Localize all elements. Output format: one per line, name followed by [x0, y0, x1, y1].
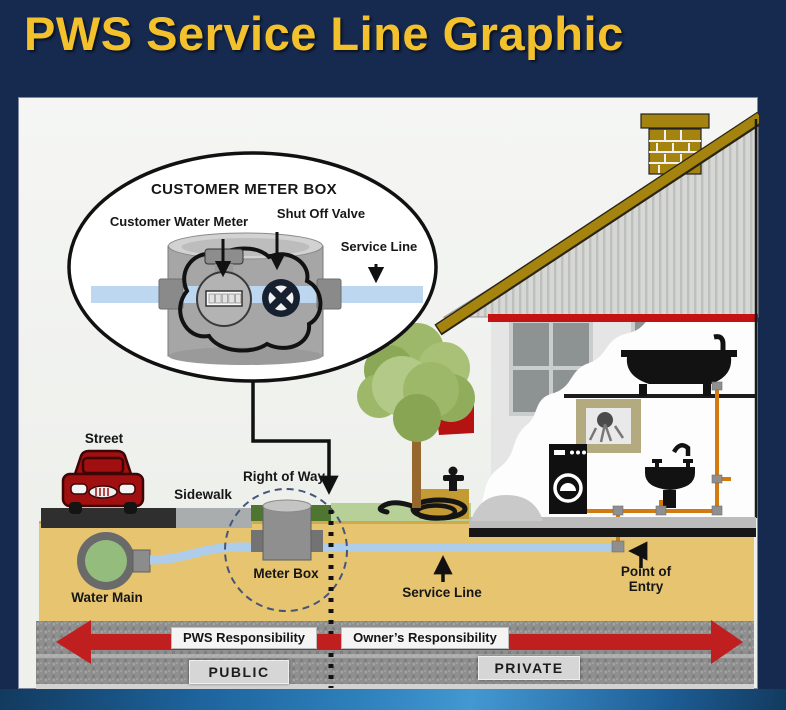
point-of-entry-label: Point of Entry — [620, 564, 672, 594]
tree-icon — [357, 323, 475, 508]
red-fascia — [488, 314, 758, 322]
pws-responsibility-label: PWS Responsibility — [171, 627, 317, 649]
hose-icon — [377, 466, 469, 521]
callout-arrows — [214, 232, 385, 284]
shut-off-valve-icon — [262, 279, 300, 317]
page-title: PWS Service Line Graphic — [24, 7, 624, 60]
shut-off-valve-label: Shut Off Valve — [276, 206, 366, 221]
sidewalk-label: Sidewalk — [174, 487, 232, 502]
service-line-label: Service Line — [402, 585, 482, 600]
public-zone-label: PUBLIC — [189, 660, 289, 684]
private-zone-label: PRIVATE — [478, 656, 580, 680]
customer-meter-box-callout — [67, 151, 438, 383]
service-line-pipe-zoom — [91, 286, 423, 303]
meter-box-icon — [251, 499, 323, 561]
callout-heading: CUSTOMER METER BOX — [150, 181, 338, 198]
service-line-diagram — [36, 111, 759, 690]
point-of-entry-fitting — [611, 540, 625, 553]
house-icon — [434, 111, 759, 548]
foundation-slab — [469, 517, 756, 528]
callout-service-line-label: Service Line — [340, 239, 418, 254]
callout-connector — [251, 381, 339, 495]
water-main-icon — [77, 532, 151, 590]
road — [41, 508, 176, 528]
pipe-fittings — [612, 381, 723, 516]
diagram-panel: CUSTOMER METER BOX Customer Water Meter … — [18, 97, 759, 690]
water-main-label: Water Main — [71, 590, 143, 605]
bottom-blue-strip — [0, 689, 786, 710]
roof-beam — [436, 113, 759, 333]
owner-responsibility-label: Owner’s Responsibility — [341, 627, 509, 649]
right-of-way-circle — [224, 488, 348, 612]
customer-water-meter-label: Customer Water Meter — [109, 214, 249, 229]
water-meter-icon — [196, 248, 252, 327]
dirt-mound — [471, 495, 543, 521]
meter-box-label: Meter Box — [253, 566, 319, 581]
service-line-pipe — [149, 542, 613, 565]
street-label: Street — [84, 431, 124, 446]
washing-machine-icon — [549, 444, 587, 514]
sidewalk-strip — [176, 508, 252, 528]
bathtub-icon — [621, 334, 737, 396]
point-of-entry-arrow — [628, 541, 648, 568]
right-of-way-label: Right of Way — [243, 469, 325, 484]
car-icon — [61, 449, 145, 514]
sink-icon — [645, 443, 695, 508]
